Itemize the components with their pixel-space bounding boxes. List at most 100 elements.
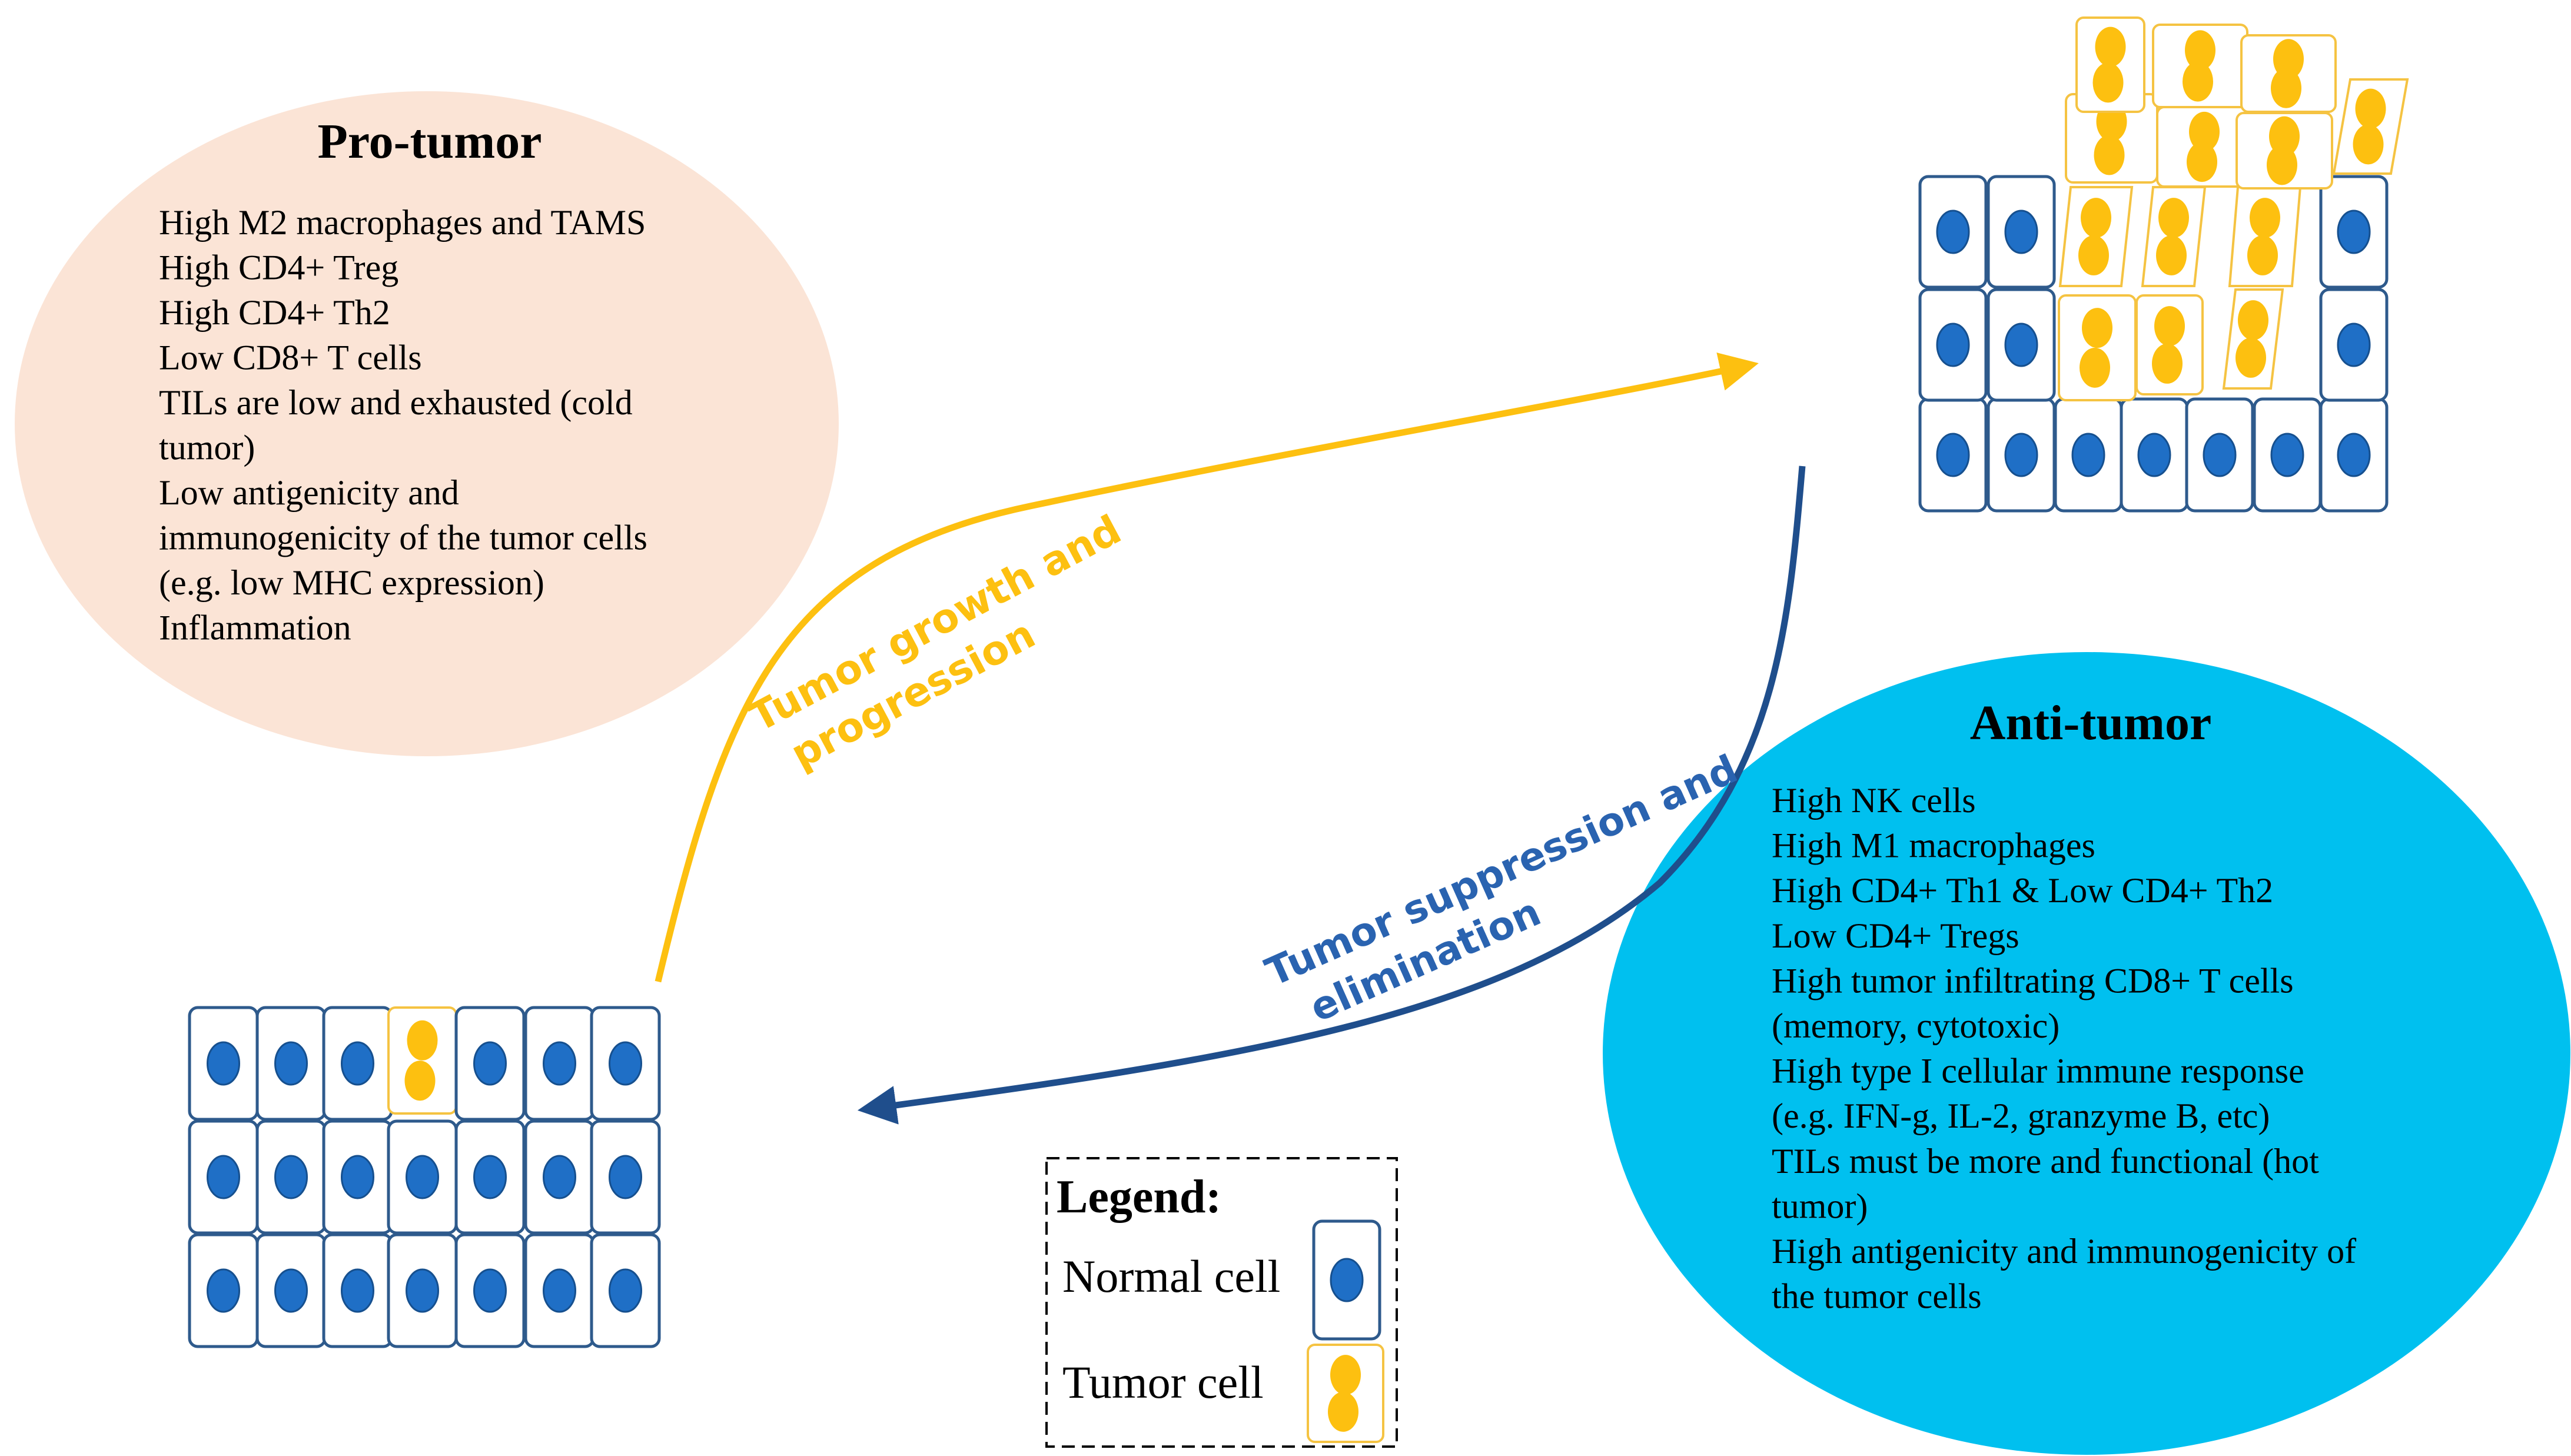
anti-tumor-line: High antigenicity and immunogenicity of [1772, 1232, 2356, 1271]
normal-cell [1918, 175, 1988, 289]
normal-cell [2120, 397, 2189, 513]
cell-nucleus [2250, 198, 2280, 238]
tumor-cell [2075, 16, 2145, 113]
anti-tumor-title: Anti-tumor [1970, 696, 2212, 750]
tumor-suppression-arrow [857, 466, 1806, 1125]
legend-swatches [1307, 1219, 1384, 1443]
cell-nucleus [2078, 235, 2109, 275]
anti-tumor-line: High M1 macrophages [1772, 826, 2095, 865]
cell-nucleus [1936, 210, 1970, 254]
cell-nucleus [2235, 337, 2266, 378]
tumor-growth-arrow [655, 353, 1759, 983]
cell-nucleus [2238, 300, 2268, 341]
tumor-cell [1307, 1344, 1384, 1443]
normal-cell [255, 1233, 327, 1348]
cell-nucleus [341, 1155, 374, 1199]
cell-nucleus [2203, 433, 2237, 477]
pro-tumor-line: Low CD8+ T cells [159, 338, 422, 377]
anti-tumor-line: Low CD4+ Tregs [1772, 916, 2019, 955]
normal-cell [322, 1006, 393, 1121]
normal-cell [590, 1006, 661, 1121]
cell-nucleus [473, 1268, 507, 1313]
cell-nucleus [2337, 210, 2371, 254]
normal-cell [2054, 397, 2123, 513]
anti-tumor-ellipse [1603, 652, 2570, 1455]
normal-cell [387, 1233, 458, 1348]
cell-nucleus [2095, 26, 2126, 67]
cell-nucleus [2270, 433, 2304, 477]
normal-cell [454, 1233, 526, 1348]
normal-cell [2185, 397, 2254, 513]
anti-tumor-line: tumor) [1772, 1186, 1868, 1225]
tumor-cell [2152, 24, 2248, 108]
cell-nucleus [406, 1268, 439, 1313]
anti-tumor-line: (memory, cytotoxic) [1772, 1006, 2060, 1045]
anti-tumor-line: High NK cells [1772, 781, 1976, 820]
cell-nucleus [2071, 433, 2105, 477]
pro-tumor-line: tumor) [159, 428, 255, 467]
cell-nucleus [2152, 343, 2183, 384]
cell-nucleus [404, 1061, 436, 1101]
tumor-cell [2135, 294, 2204, 395]
anti-tumor-line: High tumor infiltrating CD8+ T cells [1772, 961, 2294, 1000]
cell-nucleus [2092, 62, 2124, 103]
cell-nucleus [1330, 1355, 1361, 1395]
cell-nucleus [407, 1020, 438, 1061]
cell-nucleus [207, 1041, 240, 1086]
anti-tumor-line: High type I cellular immune response [1772, 1052, 2304, 1091]
cell-nucleus [2337, 433, 2371, 477]
cell-nucleus [2082, 308, 2112, 348]
cell-nucleus [473, 1041, 507, 1086]
normal-cell [322, 1233, 393, 1348]
legend-title: Legend: [1057, 1171, 1221, 1223]
cell-nucleus [341, 1268, 374, 1313]
normal-cell [1987, 397, 2056, 513]
tumor-cell [2332, 78, 2409, 175]
cell-nucleus [2189, 111, 2220, 152]
cell-nucleus [609, 1041, 642, 1086]
pro-tumor-line: immunogenicity of the tumor cells [159, 518, 647, 557]
tumor-cell [2228, 186, 2302, 287]
initial-tissue [188, 1006, 661, 1348]
normal-cell [188, 1119, 259, 1235]
normal-cell [2319, 397, 2389, 513]
tumor-cell [2156, 106, 2253, 188]
cell-nucleus [2337, 323, 2371, 367]
cell-nucleus [609, 1268, 642, 1313]
pro-tumor-line: Low antigenicity and [159, 473, 459, 512]
cell-nucleus [2187, 142, 2217, 182]
cell-nucleus [543, 1268, 576, 1313]
cell-nucleus [2183, 61, 2213, 102]
pro-tumor-line: High CD4+ Treg [159, 248, 398, 287]
anti-tumor-line: the tumor cells [1772, 1277, 1982, 1316]
cell-nucleus [2185, 30, 2215, 71]
normal-cell [1918, 397, 1988, 513]
tumor-cell [2058, 186, 2134, 287]
cell-nucleus [207, 1155, 240, 1199]
cell-nucleus [2247, 235, 2278, 275]
legend: Legend: Normal cell Tumor cell [1045, 1157, 1398, 1448]
cell-nucleus [2267, 145, 2297, 185]
cell-nucleus [1330, 1258, 1364, 1302]
pro-tumor-line: TILs are low and exhausted (cold [159, 383, 633, 422]
cell-nucleus [2154, 306, 2185, 347]
tumor-cell [2222, 288, 2284, 390]
normal-cell [1987, 288, 2056, 402]
cell-nucleus [2004, 210, 2038, 254]
cell-nucleus [2137, 433, 2171, 477]
cell-nucleus [2004, 323, 2038, 367]
normal-cell [2253, 397, 2322, 513]
normal-cell [1312, 1219, 1381, 1341]
tumor-cell [2240, 34, 2337, 113]
cell-nucleus [207, 1268, 240, 1313]
normal-cell [387, 1119, 458, 1235]
pro-tumor-line: (e.g. low MHC expression) [159, 563, 544, 602]
normal-cell [454, 1006, 526, 1121]
normal-cell [1987, 175, 2056, 289]
normal-cell [1918, 288, 1988, 402]
normal-cell [590, 1233, 661, 1348]
pro-tumor-line: High CD4+ Th2 [159, 293, 390, 332]
